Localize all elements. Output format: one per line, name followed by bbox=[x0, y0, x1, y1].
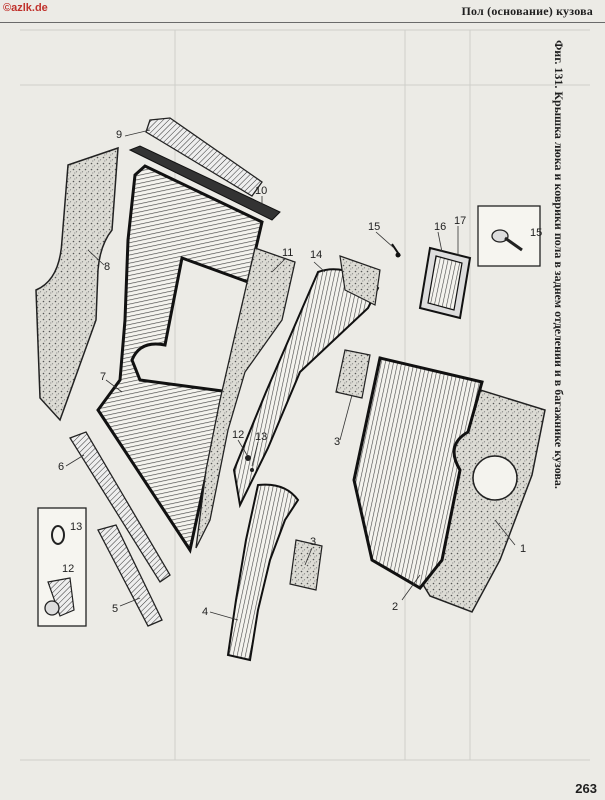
callout-15: 15 bbox=[368, 221, 380, 233]
part-15-screw bbox=[391, 243, 401, 258]
part-14-endpad bbox=[339, 255, 381, 306]
part-8-mat bbox=[35, 146, 119, 422]
inset-screw bbox=[477, 205, 541, 267]
inset-fasteners bbox=[37, 507, 87, 627]
part-5-sill bbox=[97, 524, 163, 627]
watermark: ©azlk.de bbox=[3, 2, 48, 14]
header-rule bbox=[0, 22, 605, 23]
leader-lines bbox=[65, 129, 516, 621]
part-10-strip bbox=[128, 145, 281, 221]
part-1-hole bbox=[472, 455, 518, 501]
callout-2: 2 bbox=[392, 601, 398, 613]
callout-3b: 3 bbox=[310, 536, 316, 548]
figure-caption: Фиг. 131. Крышка люка и коврики пола в з… bbox=[552, 40, 566, 489]
callout-5: 5 bbox=[112, 603, 118, 615]
callout-6: 6 bbox=[58, 461, 64, 473]
part-13-mid bbox=[250, 468, 254, 472]
part-3-pad-lower bbox=[289, 539, 323, 591]
page-number: 263 bbox=[575, 781, 597, 796]
callout-1: 1 bbox=[520, 543, 526, 555]
callout-12-inset: 12 bbox=[62, 563, 74, 575]
callout-12: 12 bbox=[232, 429, 244, 441]
callout-16: 16 bbox=[434, 221, 446, 233]
background-table-ghost bbox=[20, 29, 590, 761]
callout-17: 17 bbox=[454, 215, 466, 227]
callout-14: 14 bbox=[310, 249, 322, 261]
part-16-hatch-lid bbox=[427, 255, 463, 311]
callout-9: 9 bbox=[116, 129, 122, 141]
callout-13: 13 bbox=[255, 431, 267, 443]
callout-10: 10 bbox=[255, 185, 267, 197]
callout-11: 11 bbox=[282, 247, 293, 259]
callout-8: 8 bbox=[104, 261, 110, 273]
running-header: Пол (основание) кузова bbox=[461, 4, 593, 18]
part-12-mid bbox=[245, 455, 251, 461]
callout-3a: 3 bbox=[334, 436, 340, 448]
callout-15-inset: 15 bbox=[530, 227, 542, 239]
part-4-channel bbox=[226, 483, 300, 662]
part-7-mat bbox=[96, 164, 264, 554]
callout-labels: 1 2 3 3 4 5 6 7 8 9 10 11 12 13 14 15 15… bbox=[58, 129, 542, 618]
part-2-trunk-mat bbox=[352, 356, 484, 590]
part-11-felt bbox=[195, 247, 296, 549]
callout-7: 7 bbox=[100, 371, 106, 383]
callout-4: 4 bbox=[202, 606, 208, 618]
part-6-strip bbox=[69, 431, 171, 583]
part-3-pad-upper bbox=[335, 349, 371, 399]
callout-13-inset: 13 bbox=[70, 521, 82, 533]
part-9-sill bbox=[145, 117, 263, 197]
